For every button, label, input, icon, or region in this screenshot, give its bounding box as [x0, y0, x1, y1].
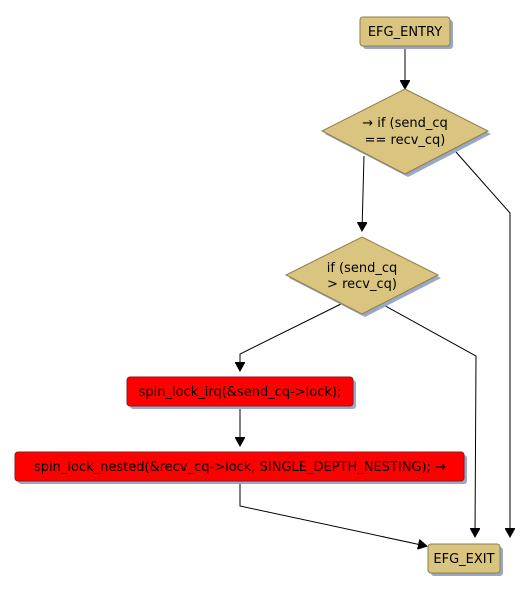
edge-decision-greater-to-exit: [379, 302, 476, 536]
node-efg-exit-box: [427, 543, 501, 574]
node-decision-equal-diamond: [320, 88, 490, 175]
node-efg-exit-label: EFG_EXIT: [433, 552, 494, 567]
node-efg-entry-label: EFG_ENTRY: [368, 25, 442, 40]
node-efg-entry: EFG_ENTRY: [359, 16, 453, 49]
node-decision-greater-line1: if (send_cq: [327, 261, 398, 276]
edge-decision-equal-to-exit: [455, 151, 510, 536]
edge-decision-equal-to-decision-greater: [362, 155, 364, 230]
node-lock-send: spin_lock_irq(&send_cq->lock);: [126, 376, 356, 409]
node-lock-recv-box: [14, 451, 465, 482]
node-lock-recv-label: spin_lock_nested(&recv_cq->lock, SINGLE_…: [34, 460, 446, 475]
node-decision-greater-diamond: [284, 236, 440, 315]
node-lock-send-label: spin_lock_irq(&send_cq->lock);: [139, 385, 342, 400]
node-efg-exit: EFG_EXIT: [427, 543, 503, 576]
node-decision-equal: → if (send_cq == recv_cq): [320, 88, 491, 177]
node-lock-recv: spin_lock_nested(&recv_cq->lock, SINGLE_…: [14, 451, 467, 484]
node-decision-greater-line2: > recv_cq): [327, 277, 397, 292]
node-lock-send-box: [126, 376, 354, 407]
edge-lock-recv-to-exit: [239, 481, 426, 546]
node-decision-equal-line2: == recv_cq): [365, 133, 446, 148]
node-efg-entry-box: [359, 16, 451, 47]
node-decision-equal-line1: → if (send_cq: [362, 116, 448, 131]
edge-decision-greater-to-lock-send: [240, 303, 342, 370]
edges: [240, 46, 510, 546]
node-decision-greater: if (send_cq > recv_cq): [284, 236, 441, 317]
